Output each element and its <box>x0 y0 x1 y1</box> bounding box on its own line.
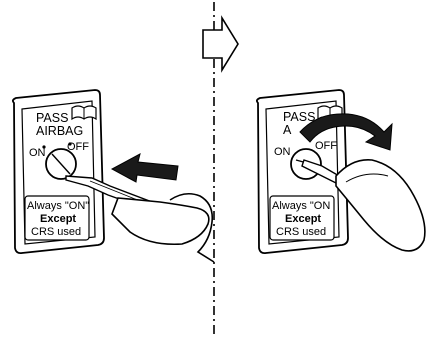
notice-line-2: Except <box>285 213 321 225</box>
on-label: ON <box>29 147 46 159</box>
key-slot <box>51 153 71 175</box>
right-arrow-outline-icon <box>202 15 239 73</box>
notice-line-1: Always "ON <box>272 200 330 212</box>
off-label: OFF <box>67 141 89 153</box>
pass-label: PASS <box>36 111 68 125</box>
turn-arrow-icon <box>299 113 393 151</box>
off-position-dot <box>68 142 72 146</box>
panel-after: PASS A ON OFF Always "ON Except CRS used <box>255 89 426 255</box>
hand <box>169 192 215 263</box>
notice-line-3: CRS used <box>31 226 81 238</box>
notice-line-1: Always "ON" <box>27 200 89 212</box>
manual-book-icon <box>71 105 97 121</box>
airbag-label: AIRBAG <box>36 124 83 138</box>
key-head <box>111 197 210 246</box>
notice-box <box>269 195 335 241</box>
airbag-label-partial: A <box>283 123 292 137</box>
key <box>65 175 215 263</box>
key-head <box>335 159 426 252</box>
on-label: ON <box>274 146 291 158</box>
insert-arrow-icon <box>110 153 179 183</box>
notice-line-3: CRS used <box>276 226 326 238</box>
key <box>301 159 426 252</box>
notice-box <box>24 195 90 241</box>
on-position-dot <box>42 145 46 149</box>
off-label: OFF <box>315 140 337 152</box>
pass-label: PASS <box>283 110 315 124</box>
notice-line-2: Except <box>40 213 76 225</box>
panel-before: PASS AIRBAG ON OFF Always "ON" Except CR… <box>11 89 215 263</box>
